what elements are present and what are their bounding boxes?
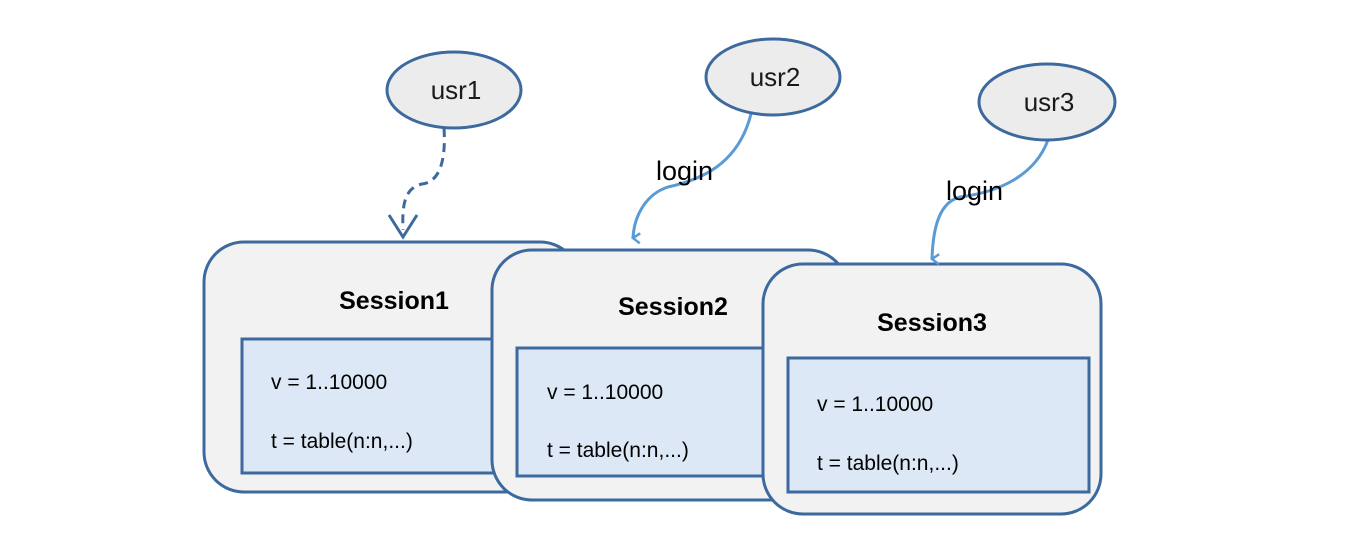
session-3-table-line: t = table(n:n,...) [817, 452, 959, 475]
usr3-login-label: login [946, 176, 1003, 206]
session-3-vector-line: v = 1..10000 [817, 393, 933, 416]
usr1-dashed-arrowhead [387, 214, 419, 240]
session-1-table-line: t = table(n:n,...) [271, 430, 413, 453]
usr1-dashed-link [401, 127, 446, 231]
user-usr2-node: usr2 [704, 37, 842, 117]
session-3-title: Session3 [877, 309, 987, 337]
usr1-ellipse [385, 50, 523, 130]
usr2-ellipse [704, 37, 842, 117]
session-2-title: Session2 [618, 293, 728, 321]
usr2-to-session2-connector: login [633, 113, 753, 238]
session-2-table-line: t = table(n:n,...) [547, 439, 689, 462]
usr1-to-session1-connector [387, 127, 446, 240]
usr2-login-label: login [656, 156, 713, 186]
usr2-label: usr2 [750, 62, 801, 92]
session-3-box: Session3 v = 1..10000 t = table(n:n,...) [761, 262, 1103, 516]
usr2-login-link [633, 113, 753, 238]
usr3-login-link [932, 139, 1050, 259]
usr3-ellipse [977, 62, 1117, 142]
session-1-title: Session1 [339, 287, 449, 315]
usr1-label: usr1 [431, 75, 482, 105]
user-usr1-node: usr1 [385, 50, 523, 130]
session-2-vector-line: v = 1..10000 [547, 381, 663, 404]
user-usr3-node: usr3 [977, 62, 1117, 142]
session-3-variables-panel [786, 356, 1091, 494]
session-1-vector-line: v = 1..10000 [271, 371, 387, 394]
usr3-label: usr3 [1024, 87, 1075, 117]
usr3-to-session3-connector: login [932, 139, 1050, 259]
